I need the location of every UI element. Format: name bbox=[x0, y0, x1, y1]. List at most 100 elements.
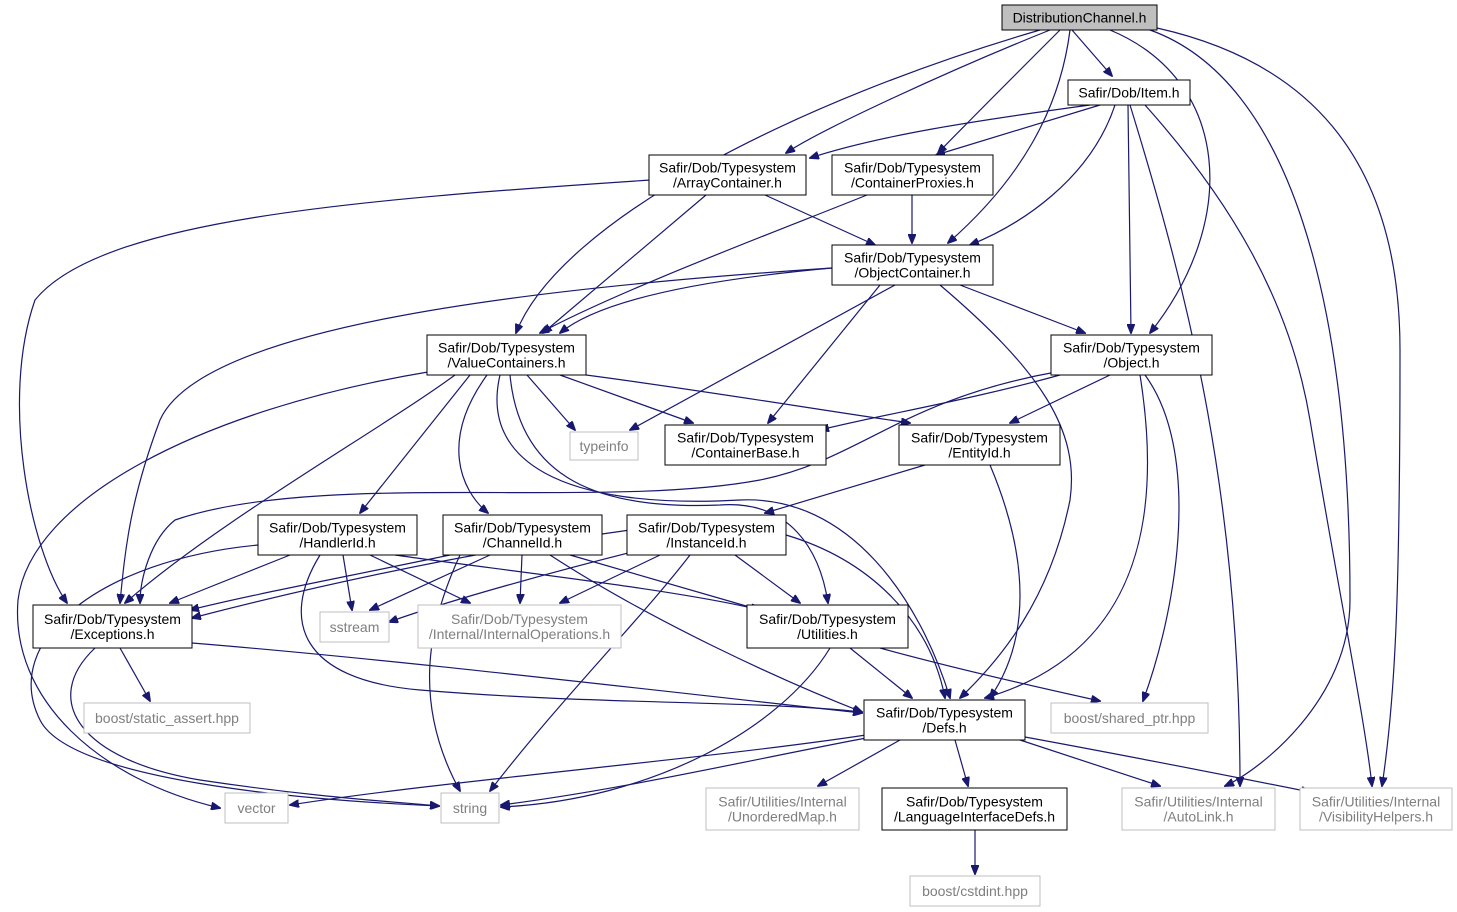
node-contbase[interactable]: Safir/Dob/Typesystem/ContainerBase.h bbox=[664, 424, 827, 466]
node-label-line: /ContainerBase.h bbox=[691, 445, 799, 461]
edge-channelid-to-string bbox=[429, 554, 460, 791]
node-label-line: /Defs.h bbox=[922, 720, 966, 736]
edge-channelid-to-defs bbox=[549, 554, 862, 712]
edge-dc-to-autolink bbox=[1149, 29, 1351, 786]
edge-utilities-to-string bbox=[501, 647, 831, 807]
node-staticassert[interactable]: boost/static_assert.hpp bbox=[83, 702, 251, 734]
node-sstream[interactable]: sstream bbox=[319, 611, 390, 643]
edge-valcont-to-defs bbox=[496, 374, 950, 698]
edge-channelid-to-sstream bbox=[370, 554, 491, 610]
node-internalops[interactable]: Safir/Dob/Typesystem/Internal/InternalOp… bbox=[417, 604, 622, 649]
node-langdefs[interactable]: Safir/Dob/Typesystem/LanguageInterfaceDe… bbox=[881, 787, 1068, 831]
node-array[interactable]: Safir/Dob/Typesystem/ArrayContainer.h bbox=[648, 154, 807, 196]
node-channelid[interactable]: Safir/Dob/Typesystem/ChannelId.h bbox=[442, 514, 603, 556]
node-defs[interactable]: Safir/Dob/Typesystem/Defs.h bbox=[863, 699, 1026, 741]
node-label-line: Safir/Dob/Typesystem bbox=[269, 520, 406, 536]
edge-dc-to-array bbox=[786, 29, 1051, 153]
node-instanceid[interactable]: Safir/Dob/Typesystem/InstanceId.h bbox=[626, 514, 787, 556]
node-box bbox=[32, 604, 193, 649]
node-label-line: Safir/Dob/Typesystem bbox=[844, 160, 981, 176]
node-label-line: /ObjectContainer.h bbox=[855, 265, 971, 281]
node-box bbox=[705, 787, 860, 831]
node-sharedptr[interactable]: boost/shared_ptr.hpp bbox=[1050, 702, 1209, 734]
node-proxies[interactable]: Safir/Dob/Typesystem/ContainerProxies.h bbox=[831, 154, 994, 196]
edge-objcont-to-object bbox=[959, 284, 1085, 333]
edge-defs-to-autolink bbox=[1019, 739, 1160, 786]
edge-valcont-to-vector bbox=[16, 371, 429, 808]
node-dc[interactable]: DistributionChannel.h bbox=[1001, 4, 1158, 31]
edge-object-to-contbase bbox=[820, 374, 1061, 430]
edge-exceptions-to-string bbox=[70, 647, 439, 806]
node-box bbox=[224, 792, 289, 824]
node-box bbox=[881, 787, 1068, 831]
node-vector[interactable]: vector bbox=[224, 792, 289, 824]
node-item[interactable]: Safir/Dob/Item.h bbox=[1067, 79, 1191, 106]
edge-instanceid-to-internalops bbox=[560, 554, 661, 603]
node-box bbox=[831, 244, 994, 286]
edge-channelid-to-utilities bbox=[569, 554, 760, 610]
node-label-line: boost/cstdint.hpp bbox=[922, 883, 1028, 899]
edge-exceptions-to-defs bbox=[191, 642, 862, 713]
node-label-line: vector bbox=[237, 800, 275, 816]
node-unordered[interactable]: Safir/Utilities/Internal/UnorderedMap.h bbox=[705, 787, 860, 831]
node-box bbox=[426, 334, 587, 376]
node-visibility[interactable]: Safir/Utilities/Internal/VisibilityHelpe… bbox=[1299, 787, 1453, 831]
node-label-line: Safir/Dob/Typesystem bbox=[876, 705, 1013, 721]
file-nodes: DistributionChannel.hSafir/Dob/Item.hSaf… bbox=[32, 4, 1453, 907]
node-label-line: Safir/Dob/Typesystem bbox=[1063, 340, 1200, 356]
edge-handlerid-to-sstream bbox=[342, 554, 352, 610]
node-autolink[interactable]: Safir/Utilities/Internal/AutoLink.h bbox=[1121, 787, 1276, 831]
node-utilities[interactable]: Safir/Dob/Typesystem/Utilities.h bbox=[746, 604, 909, 649]
edge-objcont-to-valcont bbox=[560, 267, 833, 333]
node-box bbox=[746, 604, 909, 649]
node-label-line: /VisibilityHelpers.h bbox=[1319, 809, 1433, 825]
node-label-line: boost/static_assert.hpp bbox=[95, 710, 239, 726]
edge-objcont-to-defs bbox=[939, 284, 1073, 698]
edge-instanceid-to-utilities bbox=[734, 554, 800, 603]
node-typeinfo[interactable]: typeinfo bbox=[569, 431, 639, 461]
node-label-line: /HandlerId.h bbox=[299, 535, 375, 551]
edge-object-to-sharedptr bbox=[1143, 374, 1180, 701]
node-entityid[interactable]: Safir/Dob/Typesystem/EntityId.h bbox=[898, 424, 1061, 466]
edge-entityid-to-instanceid bbox=[765, 464, 926, 513]
node-box bbox=[417, 604, 622, 649]
node-label-line: /Exceptions.h bbox=[70, 626, 154, 642]
node-handlerid[interactable]: Safir/Dob/Typesystem/HandlerId.h bbox=[257, 514, 418, 556]
node-box bbox=[863, 699, 1026, 741]
node-box bbox=[1067, 79, 1191, 106]
node-box bbox=[442, 514, 603, 556]
edge-entityid-to-defs bbox=[990, 464, 1021, 698]
edge-valcont-to-channelid bbox=[458, 374, 488, 513]
node-box bbox=[257, 514, 418, 556]
node-box bbox=[1050, 334, 1213, 376]
edge-handlerid-to-exceptions bbox=[170, 554, 291, 603]
edge-defs-to-vector bbox=[290, 734, 867, 805]
node-valcont[interactable]: Safir/Dob/Typesystem/ValueContainers.h bbox=[426, 334, 587, 376]
node-label-line: typeinfo bbox=[579, 438, 628, 454]
edge-handlerid-to-internalops bbox=[369, 554, 470, 603]
node-label-line: Safir/Dob/Typesystem bbox=[844, 250, 981, 266]
node-label-line: /UnorderedMap.h bbox=[728, 809, 837, 825]
node-label-line: Safir/Utilities/Internal bbox=[718, 794, 846, 810]
node-label-line: Safir/Dob/Typesystem bbox=[454, 520, 591, 536]
edge-utilities-to-sharedptr bbox=[879, 647, 1100, 701]
edge-instanceid-to-defs bbox=[785, 534, 945, 698]
node-cstdint[interactable]: boost/cstdint.hpp bbox=[909, 875, 1041, 907]
node-label-line: string bbox=[453, 800, 487, 816]
node-label-line: Safir/Dob/Typesystem bbox=[659, 160, 796, 176]
node-label-line: Safir/Utilities/Internal bbox=[1134, 794, 1262, 810]
node-exceptions[interactable]: Safir/Dob/Typesystem/Exceptions.h bbox=[32, 604, 193, 649]
edge-item-to-array bbox=[810, 104, 1091, 158]
node-box bbox=[648, 154, 807, 196]
edge-item-to-proxies bbox=[936, 104, 1101, 155]
node-label-line: /EntityId.h bbox=[948, 445, 1010, 461]
edge-instanceid-to-sstream bbox=[389, 549, 641, 622]
node-box bbox=[1050, 702, 1209, 734]
node-string[interactable]: string bbox=[440, 792, 500, 824]
node-objcont[interactable]: Safir/Dob/Typesystem/ObjectContainer.h bbox=[831, 244, 994, 286]
node-object[interactable]: Safir/Dob/Typesystem/Object.h bbox=[1050, 334, 1213, 376]
node-label-line: /ChannelId.h bbox=[483, 535, 562, 551]
edge-handlerid-to-defs bbox=[300, 554, 862, 712]
edge-dc-to-visibility bbox=[1156, 27, 1401, 786]
